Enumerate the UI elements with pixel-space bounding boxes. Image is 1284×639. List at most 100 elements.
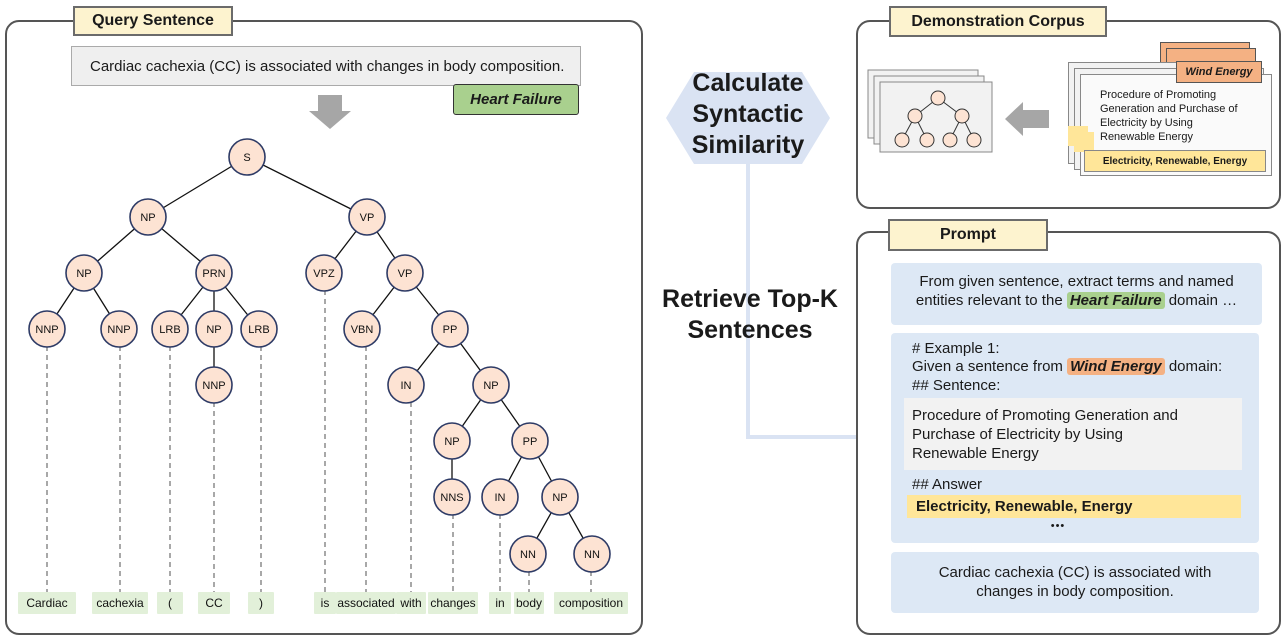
tree-node: IN [387, 366, 425, 404]
word-label: cachexia [96, 596, 144, 610]
query-sentence-box: Cardiac cachexia (CC) is associated with… [71, 46, 581, 86]
tree-node-label: NN [520, 549, 536, 561]
tree-node: NP [472, 366, 510, 404]
tree-node-label: LRB [159, 324, 180, 336]
tree-node-label: NNP [107, 324, 130, 336]
word-box [92, 592, 148, 614]
tree-node-circle [386, 254, 424, 292]
corpus-card-line4: Renewable Energy [1100, 131, 1193, 143]
tree-node-circle [348, 198, 386, 236]
parse-tree: S NP VP NP PRN VPZ VP NNP NNP LRB NP LRB VBN PP NNP IN N… [18, 138, 628, 614]
tree-node: NNS [433, 478, 471, 516]
tree-node-circle [387, 366, 425, 404]
tree-node-circle [28, 310, 66, 348]
tree-node-label: IN [401, 380, 412, 392]
example-domain-tag: Wind Energy [1067, 358, 1165, 375]
tree-node-label: NP [206, 324, 221, 336]
similarity-line3: Similarity [691, 131, 805, 159]
prompt-query-line2: changes in body composition. [976, 583, 1174, 600]
tree-node-label: PRN [202, 268, 225, 280]
tree-node: VPZ [305, 254, 343, 292]
tree-node-circle [129, 198, 167, 236]
example-line3: Renewable Energy [912, 445, 1039, 462]
heart-failure-tag: Heart Failure [453, 84, 579, 115]
word-label: in [495, 596, 504, 610]
tree-node: PP [431, 310, 469, 348]
example-given-line: Given a sentence from Wind Energy domain… [912, 358, 1223, 375]
word-box [314, 592, 336, 614]
answer-header: ## Answer [912, 476, 983, 493]
word-box [428, 592, 478, 614]
example-sentence-box: Procedure of Promoting Generation and Pu… [904, 398, 1242, 470]
tree-node-circle [433, 422, 471, 460]
word-label: composition [559, 596, 623, 610]
corpus-card-line2: Generation and Purchase of [1100, 103, 1238, 115]
tree-node: NP [195, 310, 233, 348]
tree-node-label: NP [76, 268, 91, 280]
tree-node-label: NNP [35, 324, 58, 336]
tree-node-label: NP [140, 212, 155, 224]
tree-node-label: NNP [202, 380, 225, 392]
tree-node-label: NNS [440, 492, 463, 504]
tree-node-label: VBN [351, 324, 374, 336]
tree-node-label: VP [360, 212, 375, 224]
tree-node-label: S [243, 152, 250, 164]
word-box [18, 592, 76, 614]
word-box [489, 592, 511, 614]
word-label: is [321, 596, 330, 610]
query-sentence-text: Cardiac cachexia (CC) is associated with… [90, 58, 565, 75]
tree-node-label: NN [584, 549, 600, 561]
corpus-card-text: Procedure of Promoting Generation and Pu… [1100, 88, 1238, 144]
tree-node-label: PP [523, 436, 538, 448]
word-label: Cardiac [26, 596, 67, 610]
tree-node-circle [195, 254, 233, 292]
tree-node-circle [305, 254, 343, 292]
word-label: changes [430, 596, 475, 610]
word-label: with [399, 596, 421, 610]
word-box [248, 592, 274, 614]
similarity-line1: Calculate [692, 69, 804, 97]
example-line1: Procedure of Promoting Generation and [912, 407, 1178, 424]
prompt-query-box: Cardiac cachexia (CC) is associated with… [891, 552, 1259, 613]
word-box [157, 592, 183, 614]
prompt-title: Prompt [888, 219, 1048, 251]
tree-node-label: IN [495, 492, 506, 504]
retrieve-line2: Sentences [687, 316, 813, 344]
corpus-card-stack: Procedure of Promoting Generation and Pu… [1060, 42, 1275, 182]
tree-node-circle [433, 478, 471, 516]
tree-node: PP [511, 422, 549, 460]
tree-node-circle [151, 310, 189, 348]
word-box [396, 592, 426, 614]
example-line2: Purchase of Electricity by Using [912, 426, 1123, 443]
tree-node: NP [65, 254, 103, 292]
tree-node-circle [65, 254, 103, 292]
retrieve-line1: Retrieve Top-K [662, 285, 838, 313]
tree-node: VBN [343, 310, 381, 348]
tree-node-circle [511, 422, 549, 460]
tree-node: PRN [195, 254, 233, 292]
tree-node-label: VPZ [313, 268, 335, 280]
left-arrow-icon [1005, 102, 1049, 136]
retrieve-topk-label: Retrieve Top-K Sentences [650, 284, 850, 346]
tree-node: NP [433, 422, 471, 460]
tree-node-circle [195, 366, 233, 404]
prompt-instruction-box: From given sentence, extract terms and n… [891, 263, 1262, 325]
tree-node: NN [573, 535, 611, 573]
tree-node: NN [509, 535, 547, 573]
instruction-line1: From given sentence, extract terms and n… [919, 273, 1234, 290]
tree-edge [147, 156, 248, 218]
tree-node-circle [343, 310, 381, 348]
tree-node-label: LRB [248, 324, 269, 336]
tree-node-label: VP [398, 268, 413, 280]
word-label: associated [337, 596, 394, 610]
tree-cards-stack [867, 69, 993, 153]
tree-node-circle [195, 310, 233, 348]
tree-node: LRB [151, 310, 189, 348]
example-header: # Example 1: [912, 340, 1000, 357]
word-box [336, 592, 396, 614]
word-box [554, 592, 628, 614]
tree-node: NP [129, 198, 167, 236]
word-label: CC [205, 596, 223, 610]
calculate-similarity-label: Calculate Syntactic Similarity [664, 68, 832, 161]
